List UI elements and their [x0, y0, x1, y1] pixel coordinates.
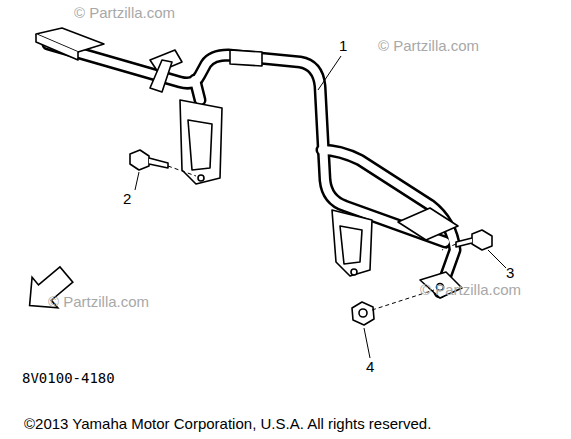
- watermark: © Partzilla.com: [378, 38, 479, 55]
- drawing-code: 8V0100-4180: [22, 371, 115, 386]
- callout-number: 4: [366, 359, 374, 376]
- callout-number: 1: [339, 38, 347, 55]
- callout-number: 2: [123, 191, 131, 208]
- copyright-note: ©2013 Yamaha Motor Corporation, U.S.A. A…: [24, 416, 431, 433]
- watermark: © Partzilla.com: [74, 5, 175, 22]
- callout-number: 3: [506, 265, 514, 282]
- fwd-arrow: [17, 259, 79, 320]
- watermark: © Partzilla.com: [420, 282, 521, 299]
- watermark: © Partzilla.com: [48, 294, 149, 311]
